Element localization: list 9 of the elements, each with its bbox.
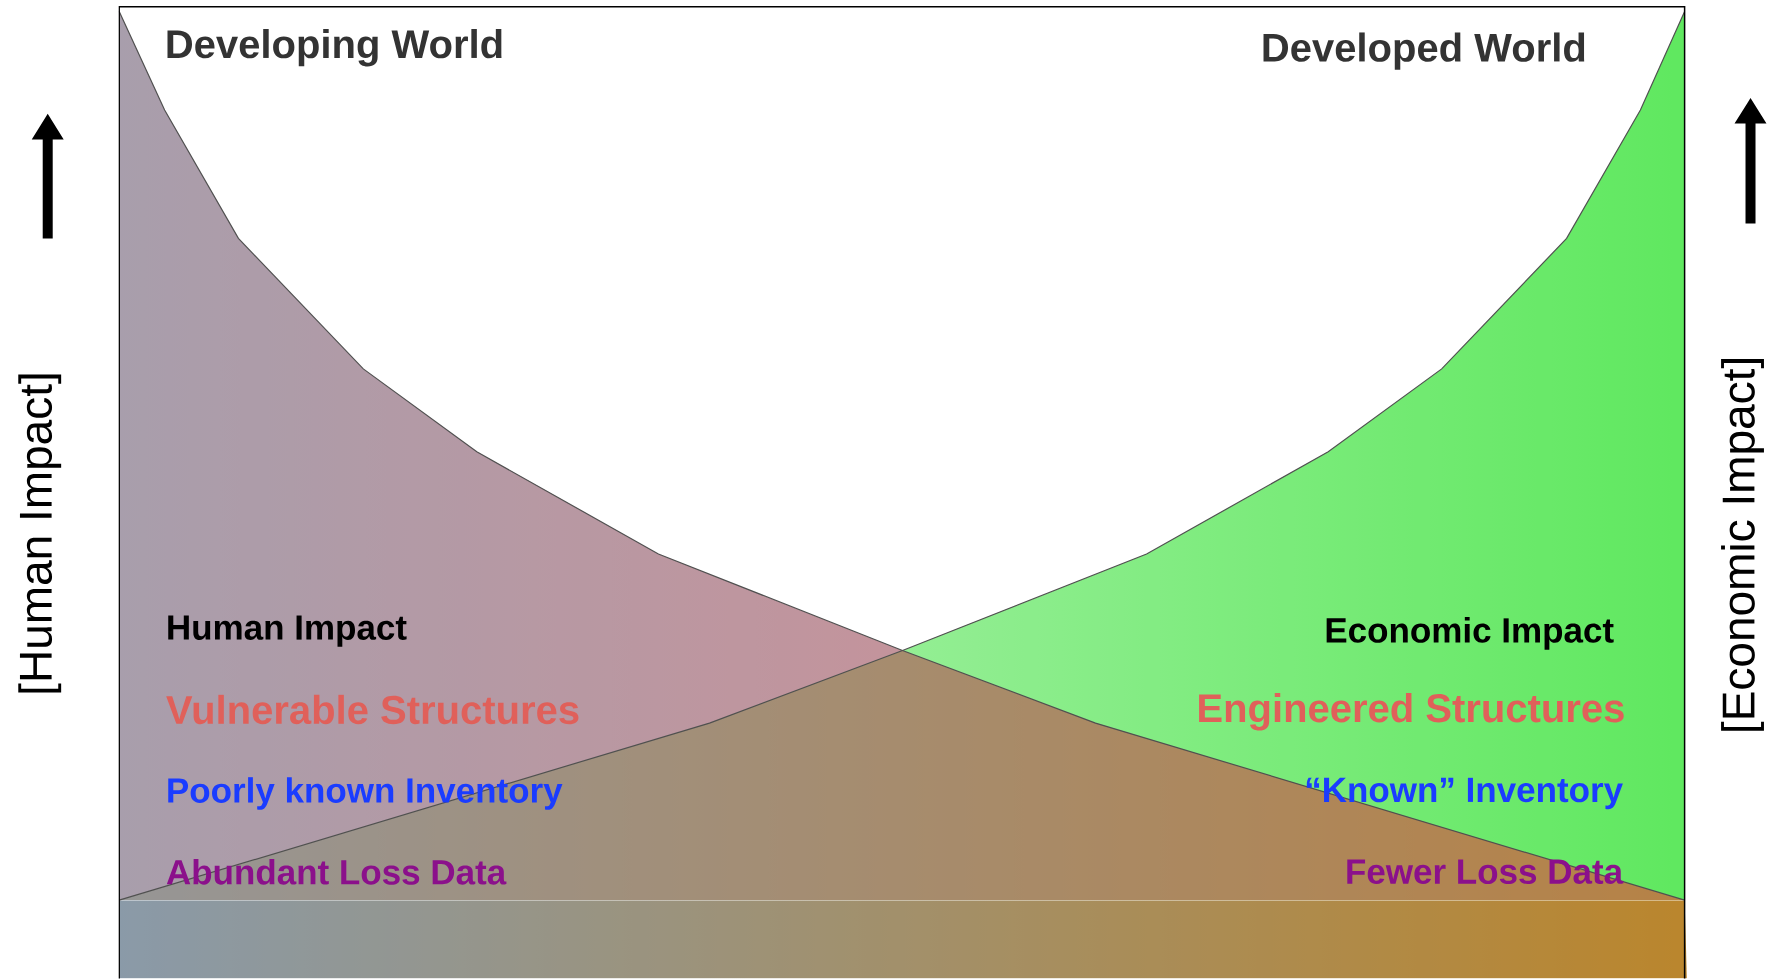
curve-label: Vulnerable Structures: [166, 694, 579, 725]
curve-label: Economic Impact: [1326, 617, 1614, 650]
region-heading: Developing World: [167, 28, 502, 67]
curve-label: Abundant Loss Data: [166, 858, 507, 885]
curve-label: Human Impact: [168, 615, 407, 647]
curve-label: Engineered Structures: [1199, 693, 1624, 731]
axis-label: [Economic Impact]: [1721, 359, 1764, 731]
region-heading: Developed World: [1263, 32, 1585, 70]
axis-label: [Human Impact]: [18, 374, 62, 693]
